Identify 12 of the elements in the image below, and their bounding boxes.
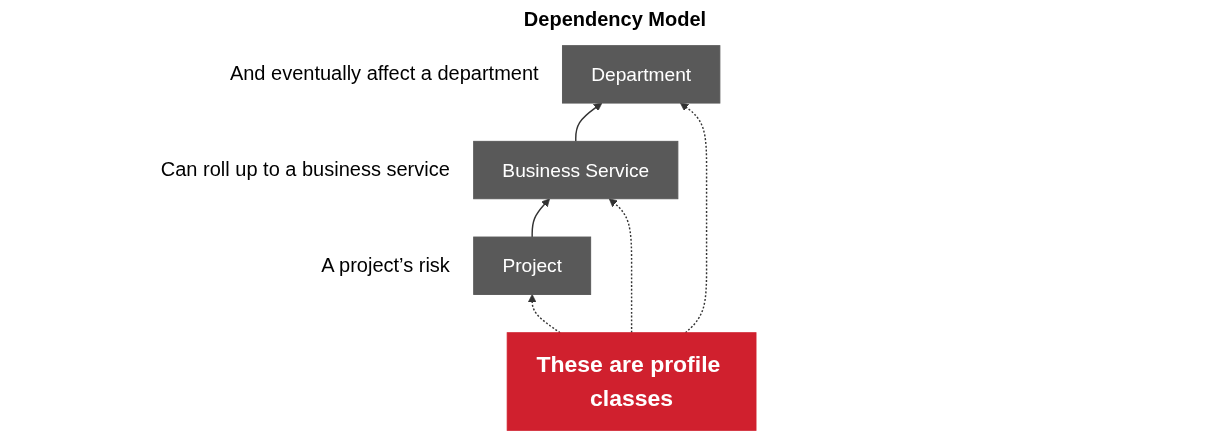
side-note: Can roll up to a business service (160, 158, 450, 182)
diagram-title: Dependency Model (522, 7, 708, 32)
arrow (680, 102, 708, 334)
arrow (609, 198, 633, 334)
arrow (531, 198, 551, 238)
node-box: These are profile classes (506, 332, 757, 431)
arrow (575, 102, 603, 143)
node-box: Project (473, 236, 592, 295)
side-note: And eventually affect a department (229, 62, 539, 86)
node-box: Business Service (473, 140, 679, 200)
side-note: A project’s risk (321, 253, 450, 277)
node-box: Department (562, 45, 721, 104)
